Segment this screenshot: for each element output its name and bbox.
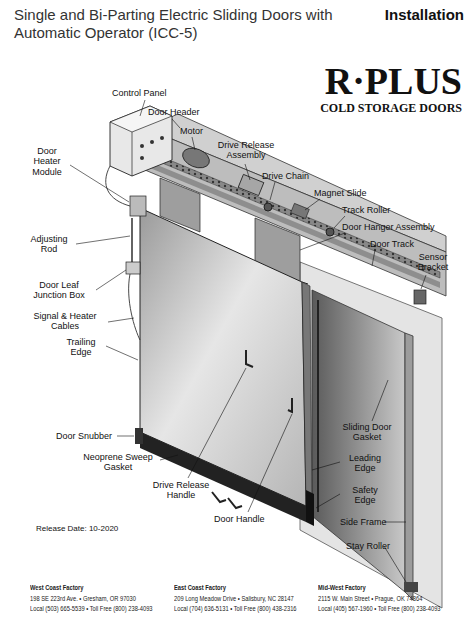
part-label: Door Track: [370, 239, 414, 249]
part-label: Stay Roller: [346, 541, 390, 551]
factory-info: West Coast Factory: [30, 584, 83, 592]
part-label: Leading Edge: [342, 453, 388, 474]
release-date: Release Date: 10-2020: [36, 524, 118, 533]
part-label: Adjusting Rod: [24, 234, 74, 255]
part-label: Drive Release Assembly: [212, 140, 280, 161]
part-label: Door Header: [148, 107, 200, 117]
part-label: Door Heater Module: [26, 146, 68, 177]
factory-info: Mid-West Factory: [318, 584, 366, 592]
part-label: Trailing Edge: [58, 337, 104, 358]
part-label: Motor: [180, 126, 203, 136]
brand-tagline: COLD STORAGE DOORS: [262, 102, 462, 116]
factory-info: Local (405) 567-1960 • Toll Free (800) 2…: [318, 605, 441, 613]
part-label: Sensor Bracket: [410, 252, 456, 273]
part-label: Side Frame: [340, 517, 387, 527]
factory-info: 198 SE 223rd Ave. • Gresham, OR 97030: [30, 595, 136, 603]
factory-info: Local (704) 636-5131 • Toll Free (800) 4…: [174, 605, 297, 613]
page-title: Single and Bi-Parting Electric Sliding D…: [14, 6, 344, 42]
part-label: Safety Edge: [342, 485, 388, 506]
part-label: Door Handle: [214, 514, 265, 524]
part-label: Door Hanger Assembly: [342, 222, 435, 232]
part-label: Door Snubber: [56, 431, 112, 441]
part-label: Door Leaf Junction Box: [24, 280, 94, 301]
part-label: Drive Chain: [262, 171, 309, 181]
brand-logo: R·PLUS: [250, 62, 462, 100]
factory-info: Local (503) 665-5539 • Toll Free (800) 2…: [30, 605, 153, 613]
section-heading: Installation: [360, 6, 464, 23]
part-label: Drive Release Handle: [138, 480, 224, 501]
part-label: Sliding Door Gasket: [336, 422, 398, 443]
factory-info: 209 Long Meadow Drive • Salisbury, NC 28…: [174, 595, 294, 603]
part-label: Neoprene Sweep Gasket: [76, 452, 160, 473]
part-label: Control Panel: [112, 88, 167, 98]
part-label: Magnet Slide: [314, 188, 367, 198]
part-label: Signal & Heater Cables: [24, 311, 106, 332]
factory-info: 2115 W. Main Street • Prague, OK 74864: [318, 595, 422, 603]
part-label: Track Roller: [342, 205, 390, 215]
factory-info: East Coast Factory: [174, 584, 226, 592]
